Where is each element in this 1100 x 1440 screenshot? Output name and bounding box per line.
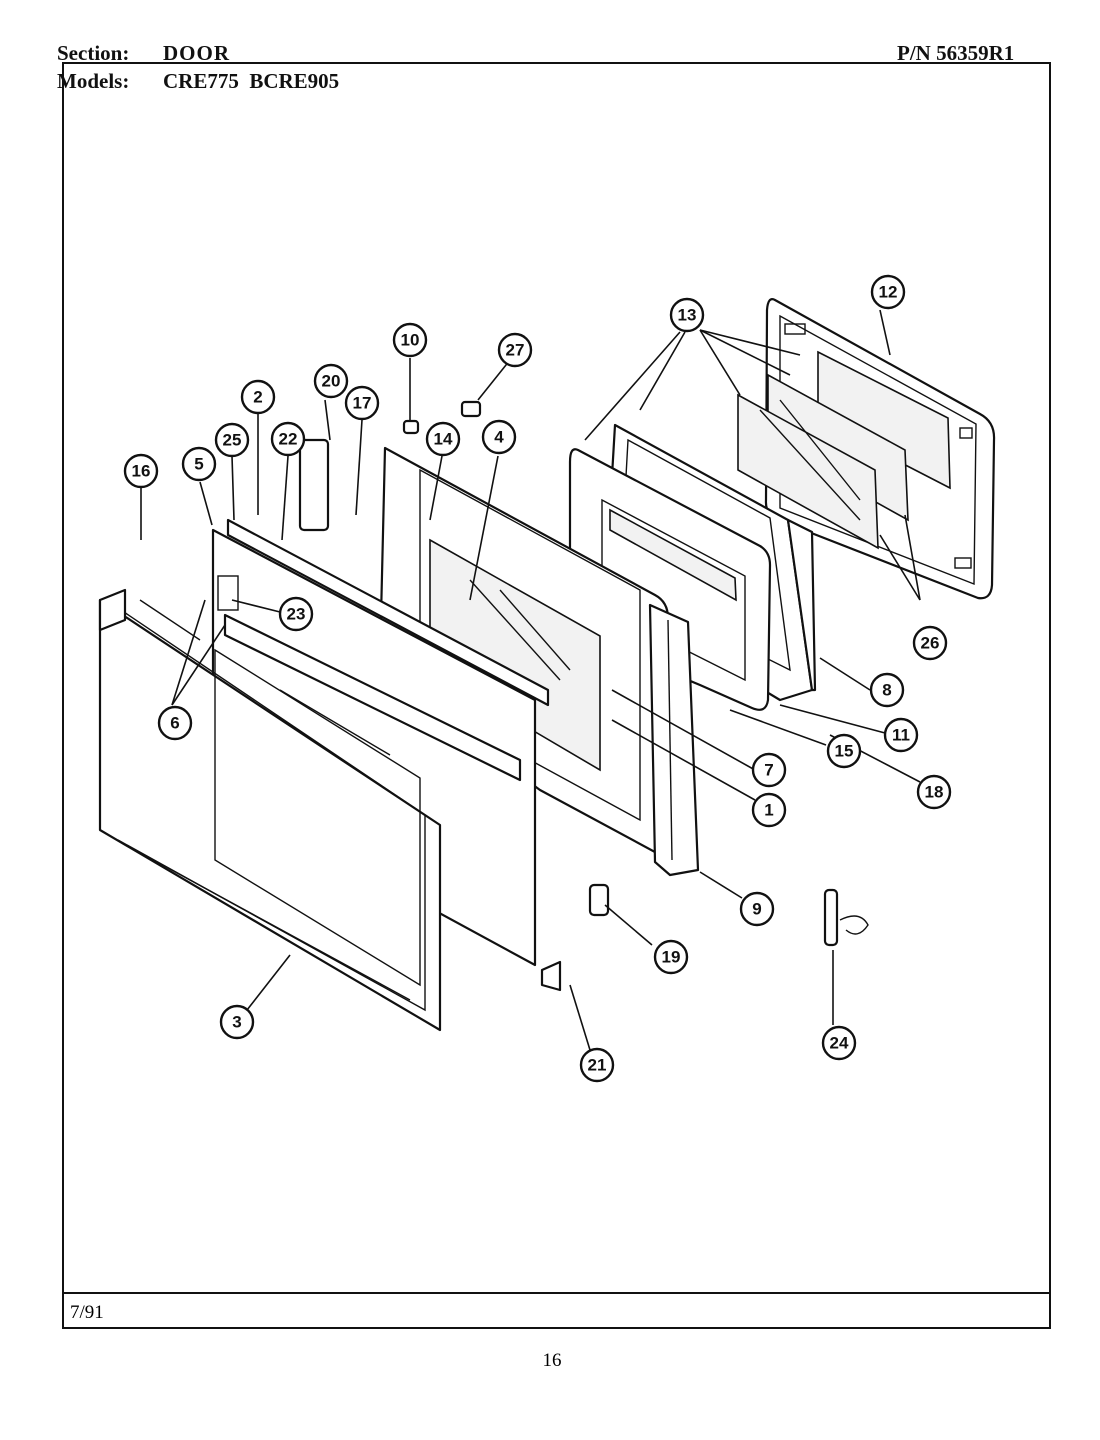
callout-14: 14 <box>425 421 461 457</box>
bumper-part <box>460 400 482 418</box>
callout-26: 26 <box>912 625 948 661</box>
page-number: 16 <box>543 1350 562 1371</box>
svg-text:17: 17 <box>353 394 372 413</box>
svg-text:3: 3 <box>232 1013 241 1032</box>
door-panel-part <box>211 518 550 967</box>
part-number: P/N 56359R1 <box>897 41 1015 65</box>
glass-panes-part <box>737 350 951 550</box>
screw-part <box>402 419 420 435</box>
side-channel-part <box>648 603 700 877</box>
svg-text:13: 13 <box>678 306 697 325</box>
svg-text:11: 11 <box>892 726 910 745</box>
callout-6: 6 <box>157 705 193 741</box>
svg-text:14: 14 <box>434 430 453 449</box>
svg-text:9: 9 <box>752 900 761 919</box>
bracket-part <box>540 960 562 992</box>
models-label: Models: <box>57 69 130 93</box>
footer-date: 7/91 <box>70 1302 104 1323</box>
spacer-part <box>588 883 610 917</box>
models-value: CRE775 BCRE905 <box>163 69 340 93</box>
callout-13: 13 <box>669 297 705 333</box>
hinge-part <box>823 888 869 947</box>
svg-text:8: 8 <box>882 681 891 700</box>
callout-2: 2 <box>240 379 276 415</box>
svg-text:16: 16 <box>132 462 151 481</box>
callout-25: 25 <box>214 422 250 458</box>
callout-12: 12 <box>870 274 906 310</box>
svg-text:25: 25 <box>223 431 242 450</box>
svg-text:7: 7 <box>764 761 773 780</box>
callout-24: 24 <box>821 1025 857 1061</box>
callout-8: 8 <box>869 672 905 708</box>
callout-11: 11 <box>883 717 919 753</box>
svg-text:15: 15 <box>835 742 854 761</box>
callout-19: 19 <box>653 939 689 975</box>
callout-4: 4 <box>481 419 517 455</box>
trim-strip-part <box>223 613 522 782</box>
svg-text:26: 26 <box>921 634 940 653</box>
svg-text:22: 22 <box>279 430 298 449</box>
svg-text:23: 23 <box>287 605 306 624</box>
baffle-part <box>298 438 330 532</box>
callout-23: 23 <box>278 596 314 632</box>
section-label: Section: <box>57 41 130 65</box>
callout-3: 3 <box>219 1004 255 1040</box>
svg-text:20: 20 <box>322 372 341 391</box>
callout-27: 27 <box>497 332 533 368</box>
svg-text:6: 6 <box>170 714 179 733</box>
callout-21: 21 <box>579 1047 615 1083</box>
inner-door-part <box>378 446 670 860</box>
callout-22: 22 <box>270 421 306 457</box>
svg-text:12: 12 <box>879 283 898 302</box>
front-frame-part <box>98 588 442 1032</box>
svg-text:5: 5 <box>194 455 203 474</box>
svg-text:4: 4 <box>494 428 504 447</box>
svg-text:18: 18 <box>925 783 944 802</box>
callout-7: 7 <box>751 752 787 788</box>
leader-lines <box>140 309 921 1051</box>
section-value: DOOR <box>163 41 230 65</box>
callout-16: 16 <box>123 453 159 489</box>
callout-10: 10 <box>392 322 428 358</box>
callout-1: 1 <box>751 792 787 828</box>
callout-5: 5 <box>181 446 217 482</box>
svg-text:1: 1 <box>764 801 773 820</box>
svg-text:24: 24 <box>830 1034 849 1053</box>
callout-15: 15 <box>826 733 862 769</box>
diagram-frame <box>62 62 1051 1329</box>
callout-18: 18 <box>916 774 952 810</box>
svg-text:21: 21 <box>588 1056 607 1075</box>
callout-20: 20 <box>313 363 349 399</box>
svg-text:10: 10 <box>401 331 420 350</box>
svg-text:2: 2 <box>253 388 262 407</box>
callout-17: 17 <box>344 385 380 421</box>
svg-text:27: 27 <box>506 341 525 360</box>
svg-text:19: 19 <box>662 948 681 967</box>
callout-9: 9 <box>739 891 775 927</box>
